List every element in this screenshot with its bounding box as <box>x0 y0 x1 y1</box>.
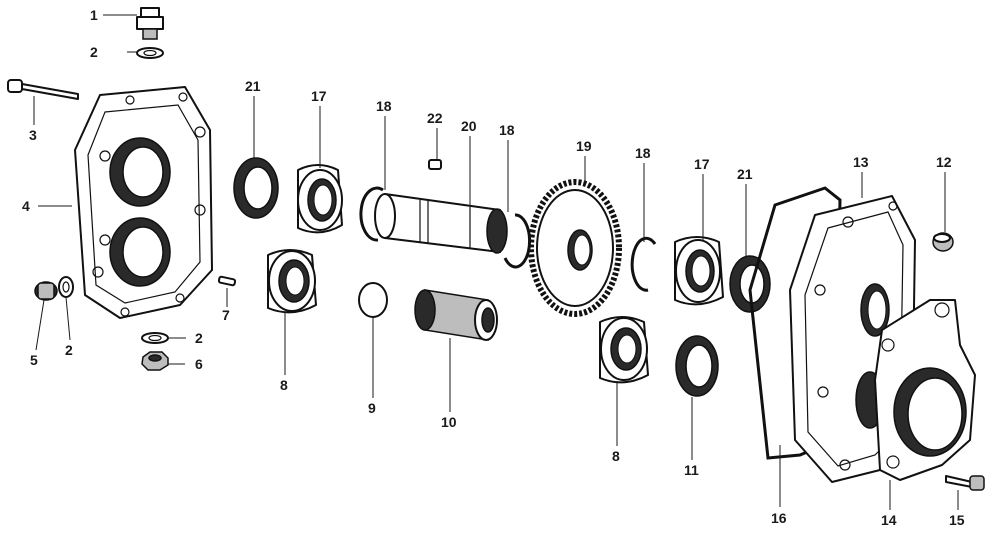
callout-11: 11 <box>684 462 699 478</box>
part-bearing-lower-left <box>267 249 317 314</box>
part-circlip-left <box>359 186 384 242</box>
callout-14: 14 <box>881 512 897 528</box>
callout-3: 3 <box>29 127 37 143</box>
part-flange-plate <box>874 299 976 481</box>
part-gearbox-housing <box>74 86 213 319</box>
part-o-ring <box>358 282 388 318</box>
callout-15: 15 <box>949 512 965 528</box>
callout-20: 20 <box>461 118 477 134</box>
part-bearing-upper-left <box>297 164 343 234</box>
part-long-bolt <box>7 79 79 100</box>
leader-lines <box>33 14 959 510</box>
part-main-shaft <box>374 193 508 254</box>
part-washer-lower <box>141 332 169 344</box>
part-bearing-lower-right <box>599 316 649 384</box>
callout-12: 12 <box>936 154 952 170</box>
part-washer-top <box>136 47 164 59</box>
callout-9: 9 <box>368 400 376 416</box>
part-shaft-seal-left <box>233 157 279 219</box>
callout-labels: 1 2 3 4 5 2 2 6 7 21 17 18 22 20 18 19 1… <box>22 7 965 528</box>
part-circlip-mid <box>503 213 532 269</box>
callout-18-mid: 18 <box>499 122 515 138</box>
callout-8-left: 8 <box>280 377 288 393</box>
callout-1: 1 <box>90 7 98 23</box>
callout-17-right: 17 <box>694 156 710 172</box>
callout-13: 13 <box>853 154 869 170</box>
callout-7: 7 <box>222 307 230 323</box>
part-splined-sleeve <box>414 289 498 341</box>
part-shaft-seal-lower <box>675 335 719 397</box>
part-breather-plug <box>136 7 164 40</box>
callout-22: 22 <box>427 110 443 126</box>
callout-21-left: 21 <box>245 78 261 94</box>
part-washer-side <box>58 276 74 298</box>
callout-18-right: 18 <box>635 145 651 161</box>
part-small-bolt <box>945 475 985 491</box>
callout-17-left: 17 <box>311 88 327 104</box>
callout-8-right: 8 <box>612 448 620 464</box>
callout-21-right: 21 <box>737 166 753 182</box>
part-bearing-upper-right <box>674 236 724 306</box>
part-plug-cap <box>932 232 954 252</box>
callout-18-left: 18 <box>376 98 392 114</box>
part-dowel-pin <box>217 275 237 287</box>
callout-10: 10 <box>441 414 457 430</box>
callout-5: 5 <box>30 352 38 368</box>
callout-2-lower: 2 <box>195 330 203 346</box>
callout-19: 19 <box>576 138 592 154</box>
part-nut <box>141 351 169 371</box>
part-spur-gear <box>528 179 622 317</box>
part-circlip-right <box>630 236 657 292</box>
callout-2-top: 2 <box>90 44 98 60</box>
callout-2-side: 2 <box>65 342 73 358</box>
callout-6: 6 <box>195 356 203 372</box>
callout-4: 4 <box>22 198 30 214</box>
part-key <box>428 159 442 170</box>
callout-16: 16 <box>771 510 787 526</box>
part-drain-plug <box>34 281 58 301</box>
